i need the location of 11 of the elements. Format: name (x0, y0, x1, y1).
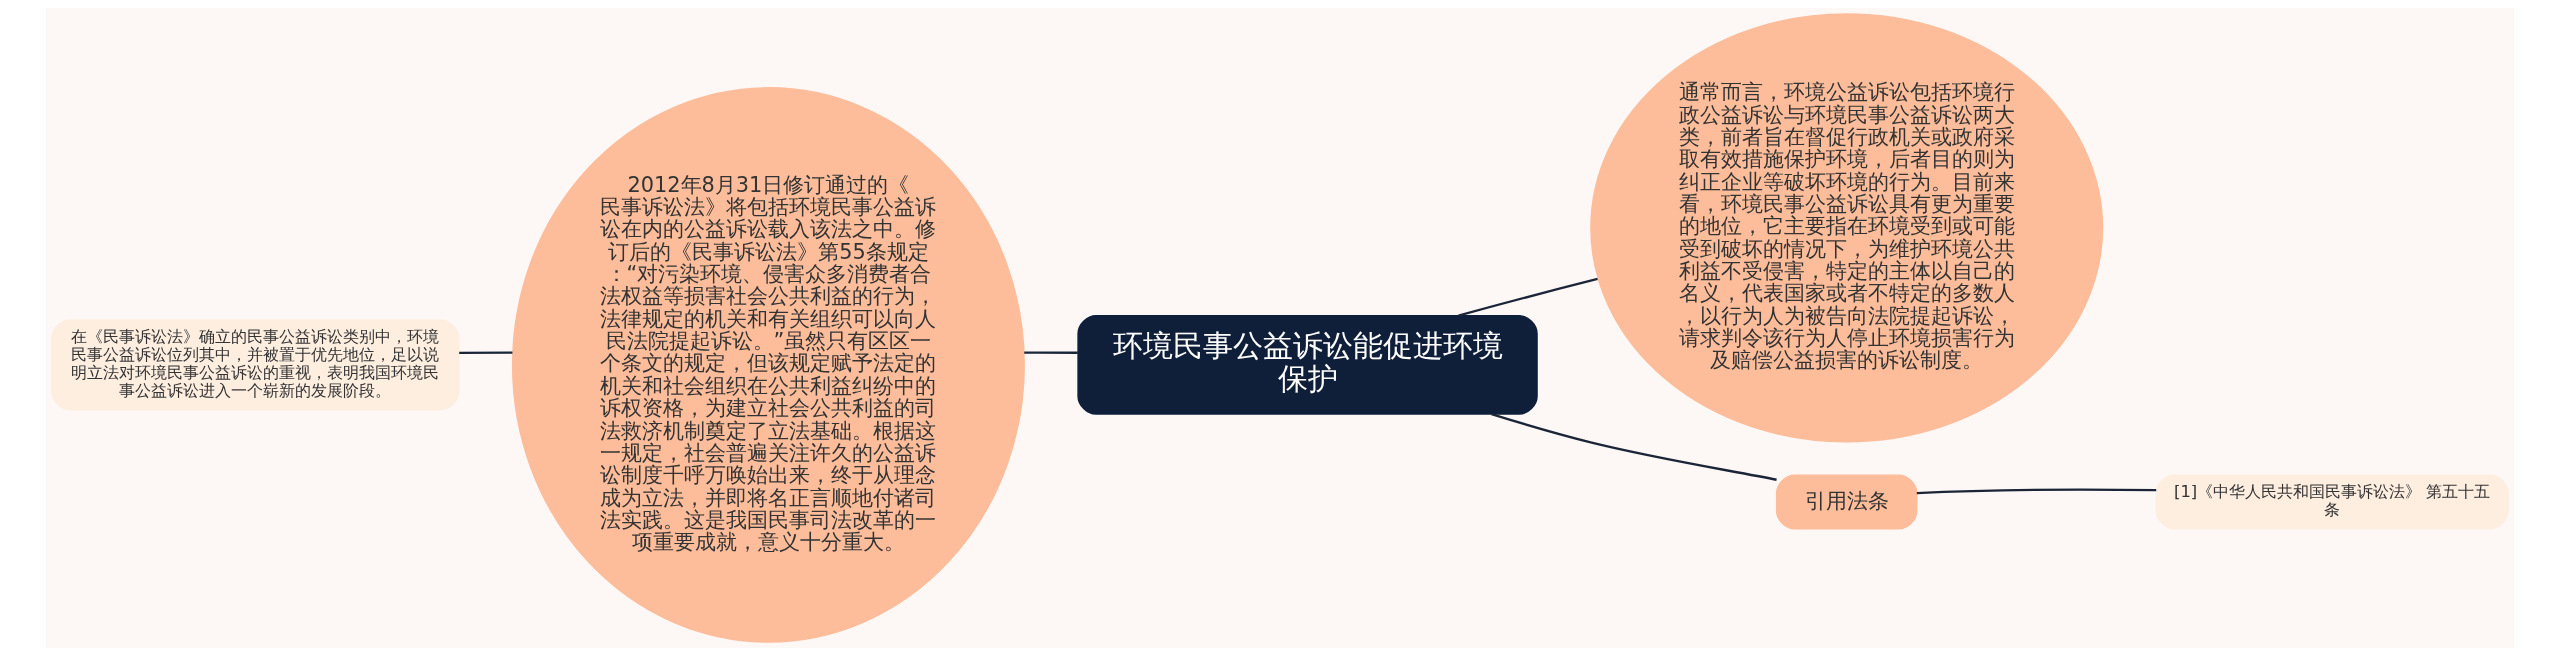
connector (459, 351, 513, 355)
connector (1024, 351, 1078, 354)
node-circle: 2012年8月31日修订通过的《民事诉讼法》将包括环境民事公益诉讼在内的公益诉讼载入该法之中。修订后的《民事诉讼法》第55条规定：“对污染环境、侵害众多消费者合法权益等损害社会公共利益的行为，法律规定的机关和有关组织可以向人民法院提起诉讼。”虽然只有区区一个条文的规定，但该规定赋予法定的机关和社会组织在公共利益纠纷中的诉权资格，为建立社会公共利益的司法救济机制奠定了立法基础。根据这一规定，社会普遍关注许久的公益诉讼制度千呼万唤始出来，终于从理念成为立法，并即将名正言顺地付诸司法实践。这是我国民事司法改革的一项重要成就，意义十分重大。 (511, 87, 1025, 643)
node-box: [1]《中华人民共和国民事诉讼法》 第五十五条 (2155, 474, 2509, 530)
node-box: 在《民事诉讼法》确立的民事公益诉讼类别中，环境民事公益诉讼位列其中，并被置于优先地位，足以说明立法对环境民事公益诉讼的重视，表明我国环境民事公益诉讼进入一个崭新的发展阶段。 (51, 319, 460, 411)
node-box: 环境民事公益诉讼能促进环境保护 (1077, 315, 1538, 415)
connector (1458, 277, 1598, 317)
node-ellipse: 通常而言，环境公益诉讼包括环境行政公益诉讼与环境民事公益诉讼两大类，前者旨在督促行政机关或政府采取有效措施保护环境，后者目的则为纠正企业等破坏环境的行为。目前来看，环境民事公益诉讼具有更为重要的地位，它主要指在环境受到或可能受到破坏的情况下，为维护环境公共利益不受侵害，特定的主体以自己的名义，代表国家或者不特定的多数人，以行为人为被告向法院提起诉讼，请求判令该行为人停止环境损害行为及赔偿公益损害的诉讼制度。 (1590, 13, 2104, 443)
node-box: 引用法条 (1775, 474, 1918, 530)
connector (1916, 488, 2157, 495)
connector (1491, 413, 1777, 481)
